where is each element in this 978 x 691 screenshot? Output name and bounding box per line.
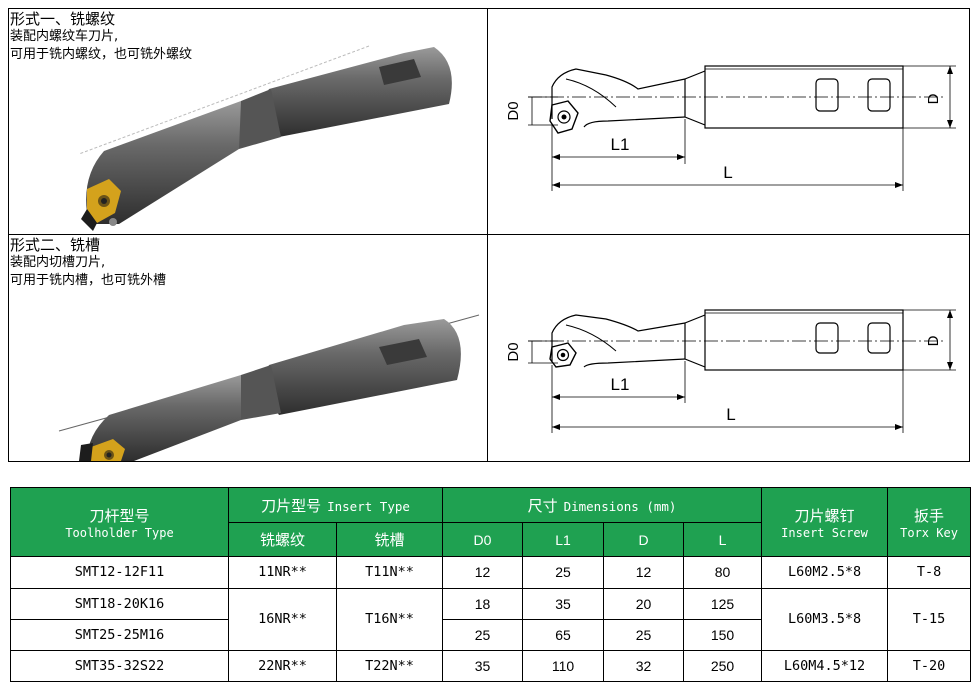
cell-d: 20 [603, 587, 684, 620]
header-d0: D0 [442, 522, 523, 558]
header-key-zh: 扳手 [914, 506, 945, 525]
cell-key: T-8 [887, 556, 972, 589]
header-insert-thread: 铣螺纹 [228, 522, 337, 558]
form1-photo-cell: 形式一、铣螺纹 装配内螺纹车刀片, 可用于铣内螺纹，也可铣外螺纹 [9, 9, 487, 234]
grid-divider-vertical [487, 9, 488, 461]
form2-line1: 装配内切槽刀片, [10, 255, 106, 270]
form1-text: 形式一、铣螺纹 装配内螺纹车刀片, 可用于铣内螺纹，也可铣外螺纹 [10, 10, 192, 64]
cell-d: 32 [603, 649, 684, 683]
form2-technical-drawing: D0 L1 L D [505, 309, 956, 433]
cell-key: T-20 [887, 649, 972, 683]
cell-l1: 35 [522, 587, 604, 620]
form1-drawing-cell: D0 L1 L D [488, 9, 969, 234]
form1-d0-label: D0 [505, 101, 522, 120]
cell-d0: 18 [442, 587, 523, 620]
table-header-row-2: 铣螺纹 铣槽 D0 L1 D L [11, 522, 971, 558]
cell-d0: 25 [442, 618, 523, 651]
cell-l: 125 [682, 587, 763, 620]
cell-thread: 22NR** [228, 649, 337, 683]
form2-tool-image [58, 314, 480, 461]
cell-holder: SMT25-25M16 [10, 618, 229, 651]
form2-drawing-cell: D0 L1 L D [488, 235, 969, 461]
header-dimensions-en: Dimensions (mm) [563, 498, 677, 514]
form2-title: 形式二、铣槽 [10, 236, 101, 254]
tool-forms-grid: 形式一、铣螺纹 装配内螺纹车刀片, 可用于铣内螺纹，也可铣外螺纹 [8, 8, 970, 462]
form1-l-label: L [723, 163, 732, 182]
form2-photo-cell: 形式二、铣槽 装配内切槽刀片, 可用于铣内槽，也可铣外槽 [9, 235, 487, 461]
form1-title: 形式一、铣螺纹 [10, 10, 116, 28]
cell-l: 150 [682, 618, 763, 651]
cell-groove: T16N** [336, 587, 443, 651]
cell-l: 250 [682, 649, 763, 683]
form2-l-label: L [726, 405, 735, 424]
header-screw-zh: 刀片螺钉 [794, 506, 855, 525]
form2-d-label: D [925, 335, 942, 346]
header-insert: 刀片型号 Insert Type [228, 486, 443, 524]
header-dimensions: 尺寸 Dimensions (mm) [441, 486, 763, 524]
header-d: D [603, 522, 684, 558]
cell-d: 25 [603, 618, 684, 651]
table-row: SMT25-25M16 25 65 25 150 [10, 618, 971, 651]
cell-holder: SMT12-12F11 [10, 556, 229, 589]
header-holder: 刀杆型号 Toolholder Type [10, 486, 229, 558]
header-insert-en: Insert Type [327, 498, 410, 514]
cell-screw: L60M3.5*8 [761, 587, 889, 651]
table-row: SMT18-20K16 16NR** T16N** 18 35 20 125 L… [10, 587, 972, 651]
header-dimensions-zh: 尺寸 [527, 496, 558, 515]
cell-groove: T22N** [336, 649, 443, 683]
cell-groove: T11N** [336, 556, 443, 589]
cell-d0: 12 [442, 556, 523, 589]
cell-key: T-15 [887, 587, 972, 651]
header-screw-en: Insert Screw [781, 525, 868, 540]
cell-screw: L60M4.5*12 [761, 649, 889, 683]
cell-thread: 16NR** [228, 587, 337, 651]
header-holder-zh: 刀杆型号 [89, 506, 150, 525]
cell-l1: 110 [522, 649, 604, 683]
form2-line2: 可用于铣内槽，也可铣外槽 [10, 273, 167, 288]
form1-line1: 装配内螺纹车刀片, [10, 29, 119, 44]
table-row: SMT35-32S22 22NR** T22N** 35 110 32 250 … [10, 649, 972, 683]
header-key-en: Torx Key [900, 525, 958, 540]
cell-holder: SMT35-32S22 [10, 649, 229, 683]
form1-tool-image [78, 45, 452, 231]
header-insert-groove: 铣槽 [336, 522, 443, 558]
form2-text: 形式二、铣槽 装配内切槽刀片, 可用于铣内槽，也可铣外槽 [10, 236, 166, 290]
cell-l: 80 [682, 556, 763, 589]
table-row: SMT12-12F11 11NR** T11N** 12 25 12 80 L6… [10, 556, 972, 589]
header-l1: L1 [522, 522, 604, 558]
form1-d-label: D [925, 93, 942, 104]
cell-thread: 11NR** [228, 556, 337, 589]
cell-l1: 65 [522, 618, 604, 651]
cell-d0: 35 [442, 649, 523, 683]
form1-line2: 可用于铣内螺纹，也可铣外螺纹 [10, 47, 193, 62]
header-insert-zh: 刀片型号 [261, 496, 322, 515]
form2-l1-label: L1 [611, 375, 630, 394]
grid-divider-horizontal [9, 234, 969, 235]
form1-l1-label: L1 [611, 135, 630, 154]
cell-d: 12 [603, 556, 684, 589]
cell-l1: 25 [522, 556, 604, 589]
header-holder-en: Toolholder Type [65, 525, 174, 540]
groove-insert-icon [91, 439, 125, 461]
form2-d0-label: D0 [505, 342, 522, 361]
cell-screw: L60M2.5*8 [761, 556, 889, 589]
header-key: 扳手 Torx Key [887, 486, 972, 558]
header-screw: 刀片螺钉 Insert Screw [761, 486, 889, 558]
header-l: L [682, 522, 763, 558]
cell-holder: SMT18-20K16 [10, 587, 229, 620]
form1-technical-drawing: D0 L1 L D [505, 65, 956, 191]
